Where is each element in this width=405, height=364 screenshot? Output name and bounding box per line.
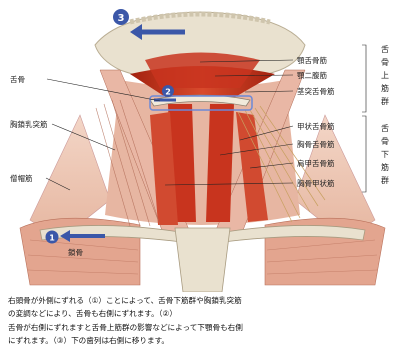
svg-text:舌: 舌 bbox=[381, 44, 389, 54]
sternohyoid-right bbox=[206, 104, 234, 222]
sternum bbox=[175, 228, 230, 292]
bracket-upper bbox=[362, 45, 366, 112]
label-sternothyroid: 胸骨甲状筋 bbox=[297, 178, 335, 188]
caption-line-3: 舌骨が右側にずれますと舌骨上筋群の影響などによって下顎骨も右側 bbox=[8, 321, 400, 334]
svg-text:舌: 舌 bbox=[381, 123, 389, 133]
label-trapezius: 僧帽筋 bbox=[10, 173, 33, 183]
label-hyoid: 舌骨 bbox=[10, 74, 25, 84]
svg-text:筋: 筋 bbox=[381, 162, 389, 172]
digastric bbox=[145, 53, 260, 89]
marker-1-text: 1 bbox=[49, 234, 55, 243]
svg-text:骨: 骨 bbox=[381, 58, 389, 67]
bracket-lower bbox=[362, 116, 366, 192]
label-omohyoid: 肩甲舌骨筋 bbox=[297, 158, 335, 168]
group-upper: 舌 骨 上 筋 群 bbox=[381, 44, 389, 106]
label-stylohyoid: 茎突舌骨筋 bbox=[297, 86, 335, 96]
caption: 右頭骨が外側にずれる（①）ことによって、舌骨下筋群や胸鎖乳突筋 の変調などにより… bbox=[8, 294, 400, 348]
label-sternohyoid: 胸骨舌骨筋 bbox=[297, 139, 335, 149]
svg-text:群: 群 bbox=[381, 175, 389, 185]
caption-line-1: 右頭骨が外側にずれる（①）ことによって、舌骨下筋群や胸鎖乳突筋 bbox=[8, 294, 400, 307]
marker-3-text: 3 bbox=[118, 13, 125, 24]
caption-line-2: の変調などにより、舌骨も右側にずれます。（②） bbox=[8, 307, 400, 320]
label-scm: 胸鎖乳突筋 bbox=[10, 119, 48, 129]
label-digastric: 顎二腹筋 bbox=[297, 70, 327, 80]
label-mylohyoid: 顎舌骨筋 bbox=[297, 55, 327, 65]
label-clavicle: 鎖骨 bbox=[68, 247, 83, 257]
caption-line-4: にずれます。（③）下の歯列は右側に移ります。 bbox=[8, 334, 400, 347]
svg-text:骨: 骨 bbox=[381, 137, 389, 146]
svg-text:下: 下 bbox=[381, 150, 389, 159]
svg-text:筋: 筋 bbox=[381, 83, 389, 93]
neck-muscle-diagram: 3 2 1 顎舌骨筋 顎二腹筋 茎突舌骨筋 甲状舌骨筋 胸骨舌骨筋 肩甲舌骨筋 … bbox=[0, 0, 405, 292]
svg-text:群: 群 bbox=[381, 96, 389, 106]
label-thyrohyoid: 甲状舌骨筋 bbox=[297, 121, 335, 131]
group-lower: 舌 骨 下 筋 群 bbox=[381, 123, 389, 185]
svg-text:上: 上 bbox=[381, 71, 389, 80]
marker-2-text: 2 bbox=[165, 88, 171, 97]
